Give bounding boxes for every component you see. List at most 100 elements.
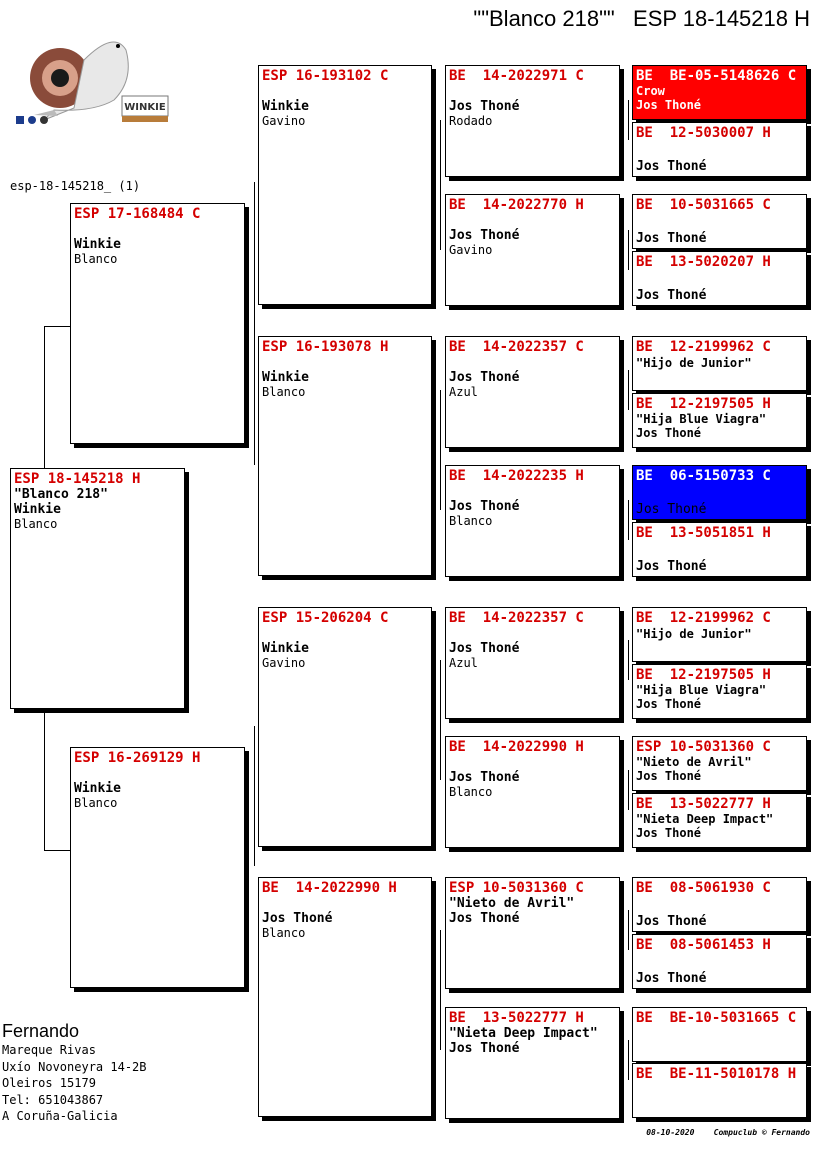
pigeon-card-subject[interactable]: ESP 18-145218 H "Blanco 218" Winkie Blan…	[10, 468, 185, 709]
breeder-surname: Mareque Rivas	[2, 1043, 96, 1057]
ring-number: BE BE-11-5010178 H	[636, 1066, 797, 1082]
pigeon-card-dam[interactable]: ESP 16-269129 H Winkie Blanco	[70, 747, 245, 988]
pigeon-owner: Jos Thoné	[449, 641, 520, 656]
pigeon-color: Rodado	[449, 114, 493, 128]
ring-number: ESP 16-193078 H	[262, 339, 389, 355]
pigeon-card-gen4[interactable]: BE 12-2197505 H "Hija Blue Viagra" Jos T…	[632, 393, 807, 448]
pigeon-color: Gavino	[262, 656, 306, 670]
pigeon-name: "Hijo de Junior"	[636, 627, 752, 641]
pigeon-owner: Jos Thoné	[636, 559, 707, 574]
ring-number: ESP 18-145218 H	[14, 471, 141, 487]
ring-number: BE 14-2022357 C	[449, 339, 584, 355]
ring-number: BE 14-2022357 C	[449, 610, 584, 626]
pigeon-card-gen2[interactable]: ESP 15-206204 C Winkie Gavino	[258, 607, 432, 847]
pigeon-card-gen4[interactable]: ESP 10-5031360 C "Nieto de Avril" Jos Th…	[632, 736, 807, 791]
pigeon-name	[71, 222, 244, 237]
pigeon-card-gen4[interactable]: BE 13-5051851 H Jos Thoné	[632, 522, 807, 577]
pigeon-card-gen3[interactable]: BE 14-2022770 H Jos Thoné Gavino	[445, 194, 620, 306]
pigeon-owner: Jos Thoné	[636, 697, 702, 711]
pigeon-name: "Nieta Deep Impact"	[636, 812, 774, 826]
pigeon-name	[633, 541, 806, 559]
connector-line	[440, 930, 441, 1050]
ring-number: BE 14-2022990 H	[262, 880, 397, 896]
pigeon-card-gen3[interactable]: BE 14-2022235 H Jos Thoné Blanco	[445, 465, 620, 577]
pigeon-name: "Nieto de Avril"	[449, 896, 575, 911]
pigeon-color: Blanco	[74, 252, 118, 266]
pigeon-card-gen4[interactable]: BE 12-5030007 H Jos Thoné	[632, 122, 807, 177]
breeder-city: Oleiros 15179	[2, 1076, 96, 1090]
pigeon-card-gen3[interactable]: BE 14-2022990 H Jos Thoné Blanco	[445, 736, 620, 848]
ring-number: BE 10-5031665 C	[636, 197, 771, 213]
pigeon-card-gen4[interactable]: BE 12-2199962 C "Hijo de Junior"	[632, 607, 807, 662]
connector-line	[254, 726, 255, 866]
pigeon-name	[446, 84, 619, 99]
pigeon-card-gen4[interactable]: BE 12-2199962 C "Hijo de Junior"	[632, 336, 807, 391]
breeder-region: A Coruña-Galicia	[2, 1109, 118, 1123]
pigeon-card-gen4[interactable]: BE BE-05-5148626 C Crow Jos Thoné	[632, 65, 807, 120]
pigeon-color: Blanco	[14, 517, 58, 531]
pigeon-name	[259, 626, 431, 641]
pigeon-color: Gavino	[262, 114, 306, 128]
pigeon-card-gen4[interactable]: BE 12-2197505 H "Hija Blue Viagra" Jos T…	[632, 664, 807, 719]
pigeon-card-gen3[interactable]: BE 14-2022357 C Jos Thoné Azul	[445, 607, 620, 719]
footer: 08-10-2020 Compuclub © Fernando	[646, 1128, 810, 1137]
ring-number: ESP 16-193102 C	[262, 68, 389, 84]
pigeon-owner: Jos Thoné	[262, 911, 333, 926]
pigeon-name	[633, 213, 806, 231]
pigeon-name	[633, 953, 806, 971]
pigeon-card-gen2[interactable]: BE 14-2022990 H Jos Thoné Blanco	[258, 877, 432, 1117]
ring-number: BE 14-2022770 H	[449, 197, 584, 213]
ring-number: BE 13-5051851 H	[636, 525, 771, 541]
ring-number: BE 14-2022971 C	[449, 68, 584, 84]
pigeon-name: "Nieto de Avril"	[636, 755, 752, 769]
connector-line	[440, 390, 441, 510]
pigeon-owner: Winkie	[14, 502, 61, 517]
pigeon-name: "Hija Blue Viagra"	[636, 412, 767, 426]
connector-line	[440, 660, 441, 780]
footer-date: 08-10-2020	[646, 1128, 695, 1137]
connector-line	[628, 640, 629, 680]
pigeon-name	[446, 755, 619, 770]
ring-number: BE 12-2197505 H	[636, 396, 771, 412]
connector-line	[44, 326, 70, 327]
pigeon-owner: Jos Thoné	[636, 159, 707, 174]
pigeon-name	[446, 355, 619, 370]
pigeon-color: Blanco	[262, 385, 306, 399]
pigeon-card-gen4[interactable]: BE BE-11-5010178 H	[632, 1063, 807, 1118]
connector-line	[628, 500, 629, 540]
pigeon-card-gen4[interactable]: BE 06-5150733 C Jos Thoné	[632, 465, 807, 520]
connector-line	[254, 182, 255, 465]
pigeon-card-sire[interactable]: ESP 17-168484 C Winkie Blanco	[70, 203, 245, 444]
ring-number: BE 08-5061453 H	[636, 937, 771, 953]
pigeon-color: Blanco	[449, 785, 493, 799]
connector-line	[628, 370, 629, 410]
pigeon-name: "Hija Blue Viagra"	[636, 683, 767, 697]
ring-number: BE 13-5020207 H	[636, 254, 771, 270]
pigeon-card-gen4[interactable]: BE 08-5061453 H Jos Thoné	[632, 934, 807, 989]
pigeon-owner: Jos Thoné	[636, 971, 707, 986]
breeder-name: Fernando	[2, 1021, 80, 1041]
ring-number: BE 12-5030007 H	[636, 125, 771, 141]
pigeon-name: "Blanco 218"	[14, 487, 108, 502]
pigeon-card-gen4[interactable]: BE 08-5061930 C Jos Thoné	[632, 877, 807, 932]
pigeon-card-gen2[interactable]: ESP 16-193078 H Winkie Blanco	[258, 336, 432, 576]
pigeon-card-gen3[interactable]: ESP 10-5031360 C "Nieto de Avril" Jos Th…	[445, 877, 620, 989]
pigeon-card-gen3[interactable]: BE 14-2022971 C Jos Thoné Rodado	[445, 65, 620, 177]
pigeon-card-gen4[interactable]: BE BE-10-5031665 C	[632, 1007, 807, 1062]
pigeon-card-gen4[interactable]: BE 13-5020207 H Jos Thoné	[632, 251, 807, 306]
pigeon-owner: Jos Thoné	[449, 99, 520, 114]
pigeon-color: Blanco	[74, 796, 118, 810]
pigeon-card-gen3[interactable]: BE 14-2022357 C Jos Thoné Azul	[445, 336, 620, 448]
connector-line	[628, 230, 629, 270]
connector-line	[44, 850, 70, 851]
pigeon-card-gen4[interactable]: BE 13-5022777 H "Nieta Deep Impact" Jos …	[632, 793, 807, 848]
pigeon-card-gen2[interactable]: ESP 16-193102 C Winkie Gavino	[258, 65, 432, 305]
pigeon-name	[633, 896, 806, 914]
pigeon-card-gen3[interactable]: BE 13-5022777 H "Nieta Deep Impact" Jos …	[445, 1007, 620, 1119]
pigeon-card-gen4[interactable]: BE 10-5031665 C Jos Thoné	[632, 194, 807, 249]
pigeon-name	[446, 213, 619, 228]
pigeon-color: Azul	[449, 385, 478, 399]
breeder-info: Fernando Mareque Rivas Uxío Novoneyra 14…	[2, 1020, 147, 1125]
pigeon-owner: Jos Thoné	[636, 231, 707, 246]
pigeon-name	[446, 626, 619, 641]
